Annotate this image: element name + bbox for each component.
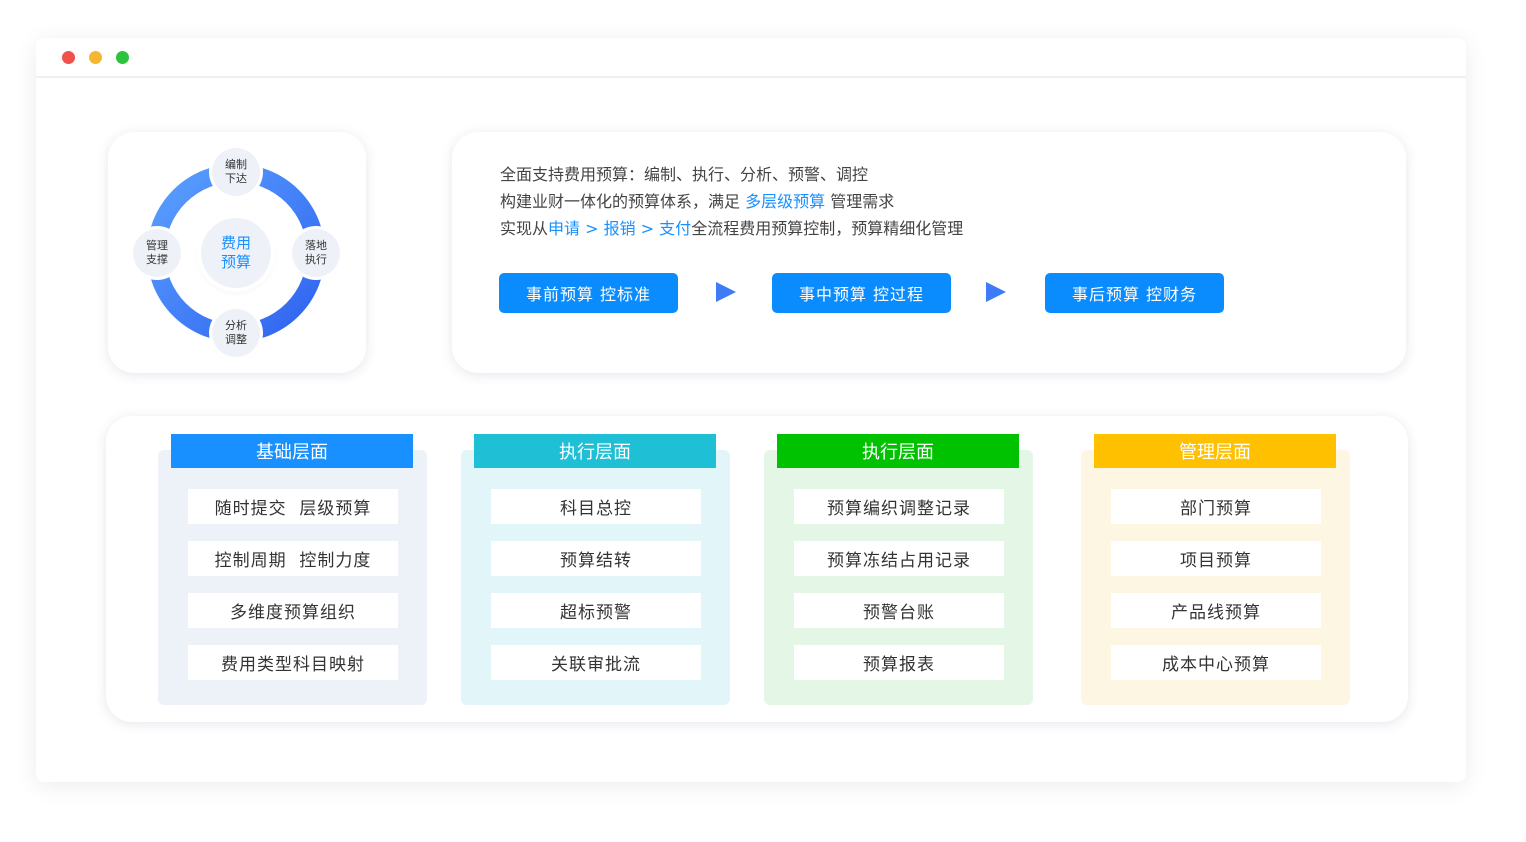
minimize-window-button[interactable]: [89, 51, 102, 64]
level-item: 超标预警: [491, 593, 701, 628]
level-header: 执行层面: [777, 434, 1019, 468]
level-column: 执行层面科目总控预算结转超标预警关联审批流: [461, 434, 730, 705]
node-label: 编制: [225, 158, 247, 171]
center-label: 预算: [220, 253, 251, 271]
arrow-right-icon: [716, 282, 736, 302]
node-label: 管理: [146, 239, 168, 252]
intro-line-1: 全面支持费用预算：编制、执行、分析、预警、调控: [500, 165, 869, 184]
level-item: 预算报表: [794, 645, 1004, 680]
center-label: 费用: [220, 234, 251, 252]
level-header: 管理层面: [1094, 434, 1336, 468]
level-column: 基础层面随时提交 层级预算控制周期 控制力度多维度预算组织费用类型科目映射: [158, 434, 427, 705]
level-item: 项目预算: [1111, 541, 1321, 576]
node-label: 支撑: [146, 253, 168, 266]
title-bar: [36, 38, 1466, 78]
level-header: 基础层面: [171, 434, 413, 468]
level-item: 部门预算: [1111, 489, 1321, 524]
level-item: 费用类型科目映射: [188, 645, 398, 680]
level-item: 预警台账: [794, 593, 1004, 628]
intro-card: 全面支持费用预算：编制、执行、分析、预警、调控 构建业财一体化的预算体系，满足 …: [452, 132, 1406, 373]
level-item: 随时提交 层级预算: [188, 489, 398, 524]
stage-before-button[interactable]: 事前预算 控标准: [499, 273, 678, 313]
cycle-center: 费用预算: [201, 218, 271, 288]
level-column: 执行层面预算编织调整记录预算冻结占用记录预警台账预算报表: [764, 434, 1033, 705]
level-item: 控制周期 控制力度: [188, 541, 398, 576]
level-item: 成本中心预算: [1111, 645, 1321, 680]
text: 管理需求: [825, 192, 895, 211]
node-label: 分析: [225, 319, 247, 332]
highlight-text: 多层级预算: [745, 192, 826, 211]
cycle-node-execute: 落地执行: [292, 229, 340, 277]
cycle-node-analyze: 分析调整: [212, 309, 260, 357]
cycle-node-compile: 编制下达: [212, 148, 260, 196]
level-item: 产品线预算: [1111, 593, 1321, 628]
level-item: 关联审批流: [491, 645, 701, 680]
close-window-button[interactable]: [62, 51, 75, 64]
node-label: 下达: [225, 172, 247, 185]
level-item: 预算冻结占用记录: [794, 541, 1004, 576]
text: 构建业财一体化的预算体系，满足: [500, 192, 746, 211]
node-label: 执行: [305, 253, 327, 266]
level-item: 科目总控: [491, 489, 701, 524]
stage-after-button[interactable]: 事后预算 控财务: [1045, 273, 1224, 313]
maximize-window-button[interactable]: [116, 51, 129, 64]
node-label: 调整: [225, 333, 247, 346]
node-label: 落地: [305, 239, 327, 252]
text: 实现从: [500, 219, 549, 238]
levels-card: 基础层面随时提交 层级预算控制周期 控制力度多维度预算组织费用类型科目映射执行层…: [106, 416, 1408, 722]
intro-line-2: 构建业财一体化的预算体系，满足 多层级预算 管理需求: [500, 188, 894, 215]
intro-line-3: 实现从申请 > 报销 > 支付全流程费用预算控制，预算精细化管理: [500, 215, 963, 242]
level-item: 预算编织调整记录: [794, 489, 1004, 524]
level-column: 管理层面部门预算项目预算产品线预算成本中心预算: [1081, 434, 1350, 705]
level-header: 执行层面: [474, 434, 716, 468]
arrow-right-icon: [986, 282, 1006, 302]
text: 全流程费用预算控制，预算精细化管理: [691, 219, 964, 238]
budget-cycle-card: 编制下达 落地执行 分析调整 管理支撑 费用预算: [108, 132, 366, 373]
level-item: 预算结转: [491, 541, 701, 576]
level-item: 多维度预算组织: [188, 593, 398, 628]
cycle-node-manage: 管理支撑: [133, 229, 181, 277]
stage-during-button[interactable]: 事中预算 控过程: [772, 273, 951, 313]
highlight-text: 申请 > 报销 > 支付: [548, 219, 692, 238]
